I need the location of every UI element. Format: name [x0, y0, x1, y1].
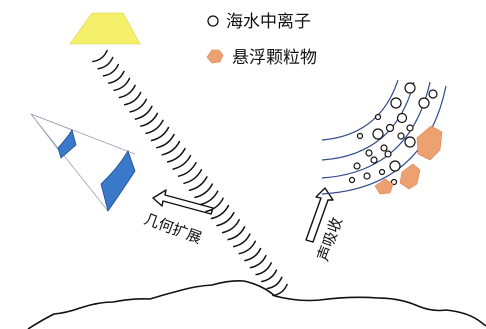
wave-arc — [172, 154, 192, 170]
wave-arc — [266, 276, 283, 290]
legend-ions-label: 海水中离子 — [226, 12, 311, 32]
wave-arc — [134, 105, 153, 120]
wave-arc — [161, 140, 181, 156]
wave-arc — [123, 91, 142, 106]
spreading-patch-far — [100, 150, 136, 212]
wave-arc — [166, 147, 186, 163]
wave-arc — [150, 126, 170, 142]
legend-ion-icon — [207, 15, 219, 27]
wave-arc — [227, 226, 246, 241]
geometric-spreading-label: 几何扩展 — [142, 210, 205, 247]
spreading-cone — [30, 113, 136, 212]
wave-arc — [221, 219, 240, 234]
wave-arc — [205, 197, 224, 213]
wave-arc — [118, 84, 136, 99]
wave-arc — [260, 269, 278, 283]
transducer-source — [69, 12, 141, 45]
wave-arc — [199, 190, 219, 206]
wave-arc — [97, 56, 114, 70]
wave-arc — [102, 63, 120, 77]
wave-arc — [244, 247, 262, 262]
spreading-patch-near — [57, 129, 77, 159]
wave-arc — [238, 240, 257, 255]
legend-particle-icon — [206, 49, 224, 64]
sound-wave-beam — [92, 49, 288, 297]
seabed-outline — [27, 280, 486, 329]
wave-arc — [232, 233, 251, 248]
legend-particles-label: 悬浮颗粒物 — [232, 48, 317, 68]
wave-arc — [249, 254, 267, 269]
wave-arc — [194, 183, 214, 199]
wave-arc — [92, 49, 108, 63]
wave-arc — [255, 262, 272, 276]
wave-arc — [183, 169, 203, 185]
wave-arc — [210, 204, 230, 220]
wave-arc — [188, 176, 208, 192]
wave-arc — [129, 98, 148, 113]
wave-arc — [113, 77, 131, 92]
sound-absorption-arrow — [305, 187, 334, 243]
wave-arc — [140, 112, 159, 127]
wave-arc — [216, 211, 235, 227]
wave-arc — [156, 133, 175, 149]
suspended-particles — [374, 125, 443, 195]
geometric-spreading-arrow — [152, 189, 214, 215]
legend: 海水中离子 悬浮颗粒物 — [206, 12, 317, 68]
sound-absorption-label: 声吸收 — [314, 215, 346, 263]
wave-arc — [145, 119, 164, 135]
ion-circles — [348, 82, 438, 186]
wave-arc — [108, 70, 125, 84]
wave-arc — [177, 161, 197, 177]
